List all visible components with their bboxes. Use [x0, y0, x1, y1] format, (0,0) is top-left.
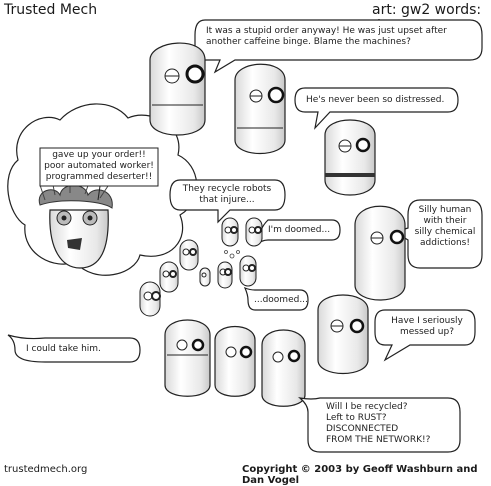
text-stupid-order: It was a stupid order anyway! He was jus…: [206, 26, 447, 48]
text-recycled: Will I be recycled? Left to RUST? DISCON…: [326, 402, 430, 446]
text-line: ...doomed...: [254, 295, 308, 305]
robot-cluster-eyes: [143, 226, 262, 301]
text-line: They recycle robots: [182, 184, 272, 194]
text-human-thought: gave up your order!! poor automated work…: [43, 150, 155, 183]
robot-2: [234, 63, 286, 155]
text-line: Have I seriously: [391, 316, 463, 326]
text-distressed: He's never been so distressed.: [306, 95, 444, 106]
text-line: Silly human: [418, 205, 472, 215]
robot-4: [354, 205, 406, 301]
human-speech-box: [39, 147, 159, 187]
text-line: another caffeine binge. Blame the machin…: [206, 37, 411, 47]
site-link[interactable]: trustedmech.org: [4, 464, 88, 475]
speech-bubble-recycle: [169, 179, 286, 224]
text-line: that injure...: [199, 195, 255, 205]
speech-bubble-distressed: [294, 87, 459, 130]
robot-8: [261, 329, 306, 407]
speech-bubble-messed-up: [374, 309, 476, 362]
text-doomed: I'm doomed...: [268, 225, 330, 236]
robot-1: [149, 42, 206, 136]
text-doomed2: ...doomed...: [254, 295, 308, 306]
robot-6: [164, 319, 211, 397]
text-line: messed up?: [400, 327, 454, 337]
text-line: I could take him.: [26, 344, 101, 354]
robot-5: [317, 294, 369, 375]
text-line: It was a stupid order anyway! He was jus…: [206, 26, 447, 36]
text-recycle: They recycle robots that injure...: [174, 184, 280, 206]
text-line: gave up your order!!: [52, 150, 146, 160]
speech-bubble-recycled: [298, 397, 461, 453]
text-messed-up: Have I seriously messed up?: [382, 316, 472, 338]
robot-3: [324, 119, 376, 196]
speech-bubble-take-him: [7, 334, 141, 363]
text-line: addictions!: [420, 238, 470, 248]
robot-7: [214, 326, 256, 397]
sweat-drops: [224, 250, 240, 259]
text-take-him: I could take him.: [26, 344, 101, 355]
speech-bubble-stupid-order: [194, 19, 483, 74]
text-line: with their: [423, 216, 467, 226]
text-line: poor automated worker!: [44, 161, 154, 171]
text-line: Will I be recycled?: [326, 402, 408, 412]
text-line: silly chemical: [414, 227, 476, 237]
text-line: Left to RUST?: [326, 413, 387, 423]
copyright-notice: Copyright © 2003 by Geoff Washburn and D…: [242, 464, 478, 486]
speech-bubble-doomed2: [243, 286, 309, 311]
comic-title: Trusted Mech: [4, 2, 98, 18]
text-line: FROM THE NETWORK!?: [326, 435, 431, 445]
text-line: DISCONNECTED: [326, 424, 399, 434]
text-silly-human: Silly human with their silly chemical ad…: [410, 205, 480, 249]
speech-bubble-silly-human: [393, 199, 483, 269]
text-line: programmed deserter!!: [45, 172, 153, 182]
text-line: He's never been so distressed.: [306, 95, 445, 105]
text-line: I'm doomed...: [268, 225, 331, 235]
